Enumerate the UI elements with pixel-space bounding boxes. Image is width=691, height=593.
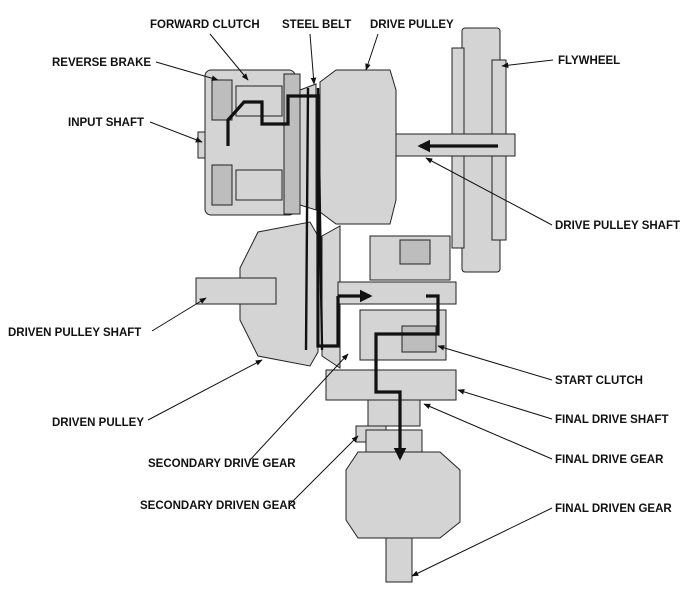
label-steel-belt: STEEL BELT [282, 19, 351, 31]
clutch-assembly-part [204, 69, 301, 216]
label-final-drive-shaft: FINAL DRIVE SHAFT [555, 414, 669, 426]
label-secondary-driven-gear: SECONDARY DRIVEN GEAR [140, 500, 297, 512]
leader-reverse-brake [155, 61, 219, 81]
leader-final-drive-gear [423, 403, 553, 460]
leader-secondary-drive-gear [249, 353, 349, 461]
leader-steel-belt [309, 33, 317, 85]
label-forward-clutch: FORWARD CLUTCH [150, 19, 260, 31]
leader-input-shaft [149, 121, 203, 143]
label-reverse-brake: REVERSE BRAKE [52, 57, 151, 69]
leader-drive-pulley-shaft [425, 157, 553, 226]
leader-start-clutch [437, 345, 553, 381]
leader-drive-pulley [365, 33, 379, 71]
power-flow-path [226, 94, 498, 461]
label-flywheel: FLYWHEEL [558, 55, 620, 67]
label-final-drive-gear: FINAL DRIVE GEAR [555, 454, 664, 466]
label-final-driven-gear: FINAL DRIVEN GEAR [555, 503, 672, 515]
leader-final-drive-shaft [457, 389, 553, 420]
label-drive-pulley-shaft: DRIVE PULLEY SHAFT [555, 220, 680, 232]
leader-secondary-driven-gear [289, 435, 359, 505]
leader-flywheel [501, 59, 554, 69]
label-drive-pulley: DRIVE PULLEY [370, 19, 454, 31]
leader-forward-clutch [209, 33, 249, 81]
drive-pulley-part [299, 69, 397, 225]
driven-pulley-part [239, 221, 341, 369]
leader-final-driven-gear [411, 507, 553, 577]
label-secondary-drive-gear: SECONDARY DRIVE GEAR [148, 458, 296, 470]
final-driven-gear-part [345, 429, 461, 583]
label-driven-pulley-shaft: DRIVEN PULLEY SHAFT [8, 327, 141, 339]
label-start-clutch: START CLUTCH [555, 375, 643, 387]
label-driven-pulley: DRIVEN PULLEY [52, 417, 144, 429]
label-input-shaft: INPUT SHAFT [68, 117, 144, 129]
leader-driven-pulley-shaft [151, 297, 207, 332]
leader-driven-pulley [147, 359, 263, 421]
